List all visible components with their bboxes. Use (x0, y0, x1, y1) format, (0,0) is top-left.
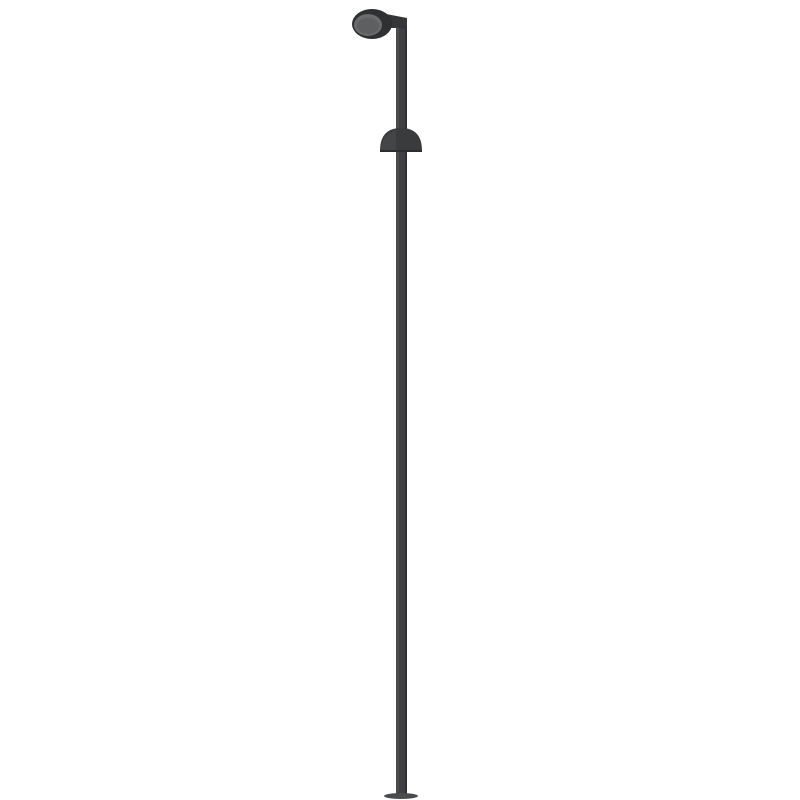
lamp-pole (396, 18, 407, 796)
dome-light-rim (380, 150, 422, 152)
spotlight-bracket (388, 16, 396, 28)
base-plate (384, 793, 418, 799)
pole-highlight (396, 18, 399, 796)
spotlight-head-icon (352, 9, 407, 39)
pole-body (396, 18, 407, 796)
base-plate-icon (384, 793, 418, 799)
dome-light-icon (380, 128, 422, 152)
pole-shadow (405, 18, 407, 796)
dome-light-shade (380, 130, 396, 151)
spotlight-lens-inner (357, 18, 379, 34)
